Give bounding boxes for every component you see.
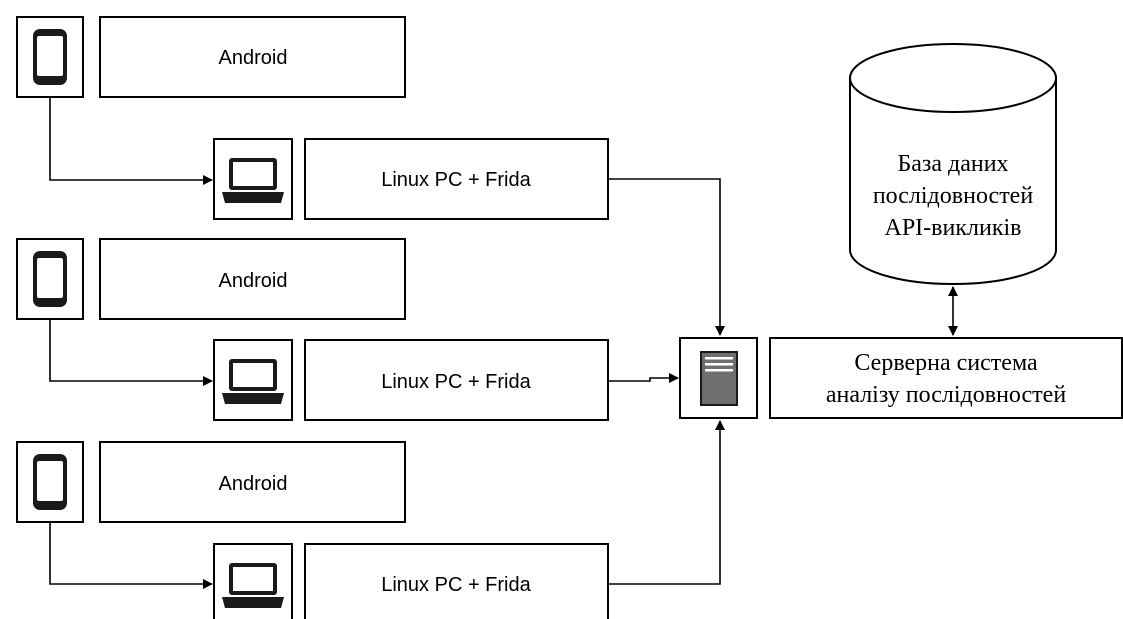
android-label-box (99, 16, 406, 98)
laptop-icon (222, 158, 284, 203)
server-icon (700, 351, 738, 406)
server-node: Серверна система аналізу послідовностей (679, 337, 1123, 419)
pc-label-box (304, 543, 609, 619)
android-to-pc-arrow (49, 319, 213, 386)
android-label-box (99, 238, 406, 320)
database-label-line-1: База даних (897, 151, 1008, 177)
smartphone-icon (33, 251, 67, 307)
laptop-icon (222, 359, 284, 404)
pc1-to-server-arrow (608, 178, 725, 336)
android-label: Android (219, 47, 288, 69)
client-group-3: Android Linux PC + Frida (16, 441, 609, 619)
android-to-pc-arrow (49, 97, 213, 185)
android-label-box (99, 441, 406, 523)
smartphone-icon (33, 454, 67, 510)
pc-label-box (304, 339, 609, 421)
server-label-box (769, 337, 1123, 419)
database-label-line-2: послідовностей (873, 183, 1034, 209)
pc-label-box (304, 138, 609, 220)
android-to-pc-arrow (49, 522, 213, 589)
pc-label: Linux PC + Frida (381, 574, 531, 596)
server-label-line-1: Серверна система (854, 350, 1038, 376)
android-label: Android (219, 473, 288, 495)
android-label: Android (219, 270, 288, 292)
pc3-to-server-arrow (608, 420, 725, 585)
client-group-2: Android Linux PC + Frida (16, 238, 609, 421)
pc2-to-server-arrow (608, 373, 679, 383)
database-cylinder: База даних послідовностей API-викликів (849, 43, 1057, 285)
database-label-line-3: API-викликів (885, 215, 1022, 241)
server-label-line-2: аналізу послідовностей (826, 382, 1066, 408)
client-group-1: Android Linux PC + Frida (16, 16, 609, 220)
laptop-icon (222, 563, 284, 608)
pc-label: Linux PC + Frida (381, 371, 531, 393)
pc-label: Linux PC + Frida (381, 169, 531, 191)
smartphone-icon (33, 29, 67, 85)
